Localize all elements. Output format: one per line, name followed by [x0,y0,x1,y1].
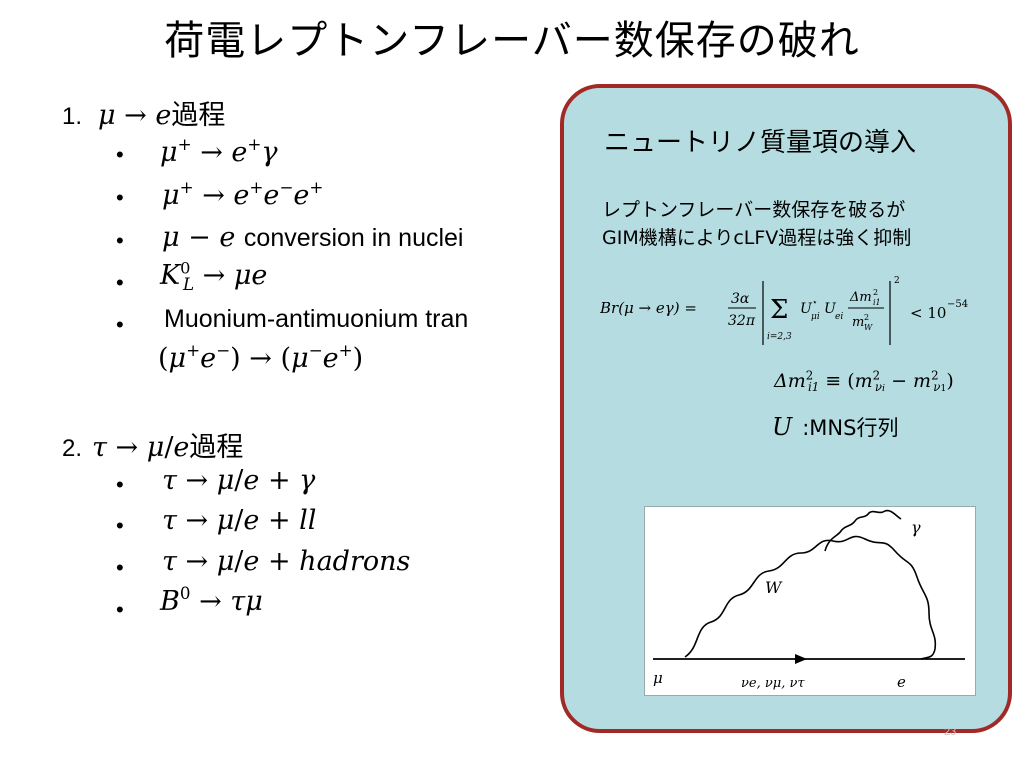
item-muonium-text: Muonium-antimuonium tran [164,305,469,333]
svg-text:μi: μi [811,312,820,322]
bullet: • [116,555,124,580]
neutrino-mass-panel: ニュートリノ質量項の導入 レプトンフレーバー数保存を破るが GIM機構によりcL… [560,84,1012,733]
u-description: :MNS行列 [802,416,899,440]
bullet: • [116,597,124,622]
section-1-process-math: μ → e [98,100,172,131]
arrow-icon [795,654,807,664]
svg-text:i1: i1 [873,298,881,307]
item-tau-gamma: τ → μ/e + γ [162,465,316,496]
svg-text:32π: 32π [728,313,756,329]
w-boson-line [684,535,937,660]
u-symbol: U [772,413,793,441]
item-mu-e-conversion: μ − e conversion in nuclei [162,222,464,253]
bullet: • [116,312,124,337]
branching-ratio-formula: Br(μ → eγ) = 3α 32π Σ i=2,3 U ⋆ μi U ei … [600,276,968,345]
section-2-process-math: τ → μ/e [92,432,190,463]
item-tau-hadrons: τ → μ/e + hadrons [162,546,411,577]
svg-text:U: U [800,301,813,317]
gamma-label: γ [911,518,921,537]
svg-text:m: m [852,315,864,330]
bullet: • [116,472,124,497]
item-muonium-math: (μ+e−) → (μ−e+) [158,340,364,374]
item-kaon-decay: K0L → μe [160,258,268,294]
section-1-number: 1. [62,103,83,130]
section-2-process-label: 過程 [189,432,244,463]
svg-text:−54: −54 [947,299,968,310]
svg-text:Br(μ → eγ) =: Br(μ → eγ) = [600,299,697,317]
svg-text:U: U [824,301,837,317]
item-tau-ll: τ → μ/e + ll [162,505,317,536]
feynman-diagram-svg: γ W μ νe, νμ, ντ e [653,509,965,691]
svg-text:Δm: Δm [849,290,872,305]
svg-text:2: 2 [873,288,878,297]
svg-text:⋆: ⋆ [812,298,818,308]
electron-label: e [897,673,906,691]
bullet: • [116,270,124,295]
mass-difference-definition: Δm2i1 ≡ (m2νi − m2ν1) [774,368,954,395]
svg-text:Σ: Σ [770,295,788,325]
section-2-number: 2. [62,435,83,462]
neutrino-label: νe, νμ, ντ [741,676,805,691]
svg-text:2: 2 [864,313,869,322]
section-1-process-label: 過程 [171,100,226,131]
slide-title: 荷電レプトンフレーバー数保存の破れ [164,18,860,64]
svg-text:< 10: < 10 [910,304,946,322]
svg-text:3α: 3α [731,291,750,307]
bullet: • [116,142,124,167]
photon-line [824,509,902,552]
w-label: W [765,578,783,597]
bullet: • [116,513,124,538]
item-mu-e-gamma: μ+ → e+γ [160,134,278,168]
svg-text:W: W [864,323,873,332]
panel-description-line-1: レプトンフレーバー数保存を破るが [602,199,906,221]
panel-title: ニュートリノ質量項の導入 [604,128,917,158]
bullet: • [116,228,124,253]
item-mu-eee: μ+ → e+e−e+ [162,177,324,211]
feynman-diagram: γ W μ νe, νμ, ντ e [644,506,976,696]
muon-label: μ [653,669,663,687]
svg-text:i=2,3: i=2,3 [767,332,792,342]
svg-text:ei: ei [835,312,843,322]
section-1-heading: 1. μ → e過程 [62,93,225,132]
panel-description: レプトンフレーバー数保存を破るが GIM機構によりcLFV過程は強く抑制 [602,196,911,252]
conversion-text: conversion in nuclei [243,224,464,252]
mns-matrix-label: U :MNS行列 [772,412,898,442]
section-2-heading: 2. τ → μ/e過程 [62,425,243,464]
page-number: 23 [944,726,957,738]
svg-text:2: 2 [894,276,900,286]
bullet: • [116,185,124,210]
item-b-meson: B0 → τμ [160,583,263,617]
panel-description-line-2: GIM機構によりcLFV過程は強く抑制 [602,227,912,249]
